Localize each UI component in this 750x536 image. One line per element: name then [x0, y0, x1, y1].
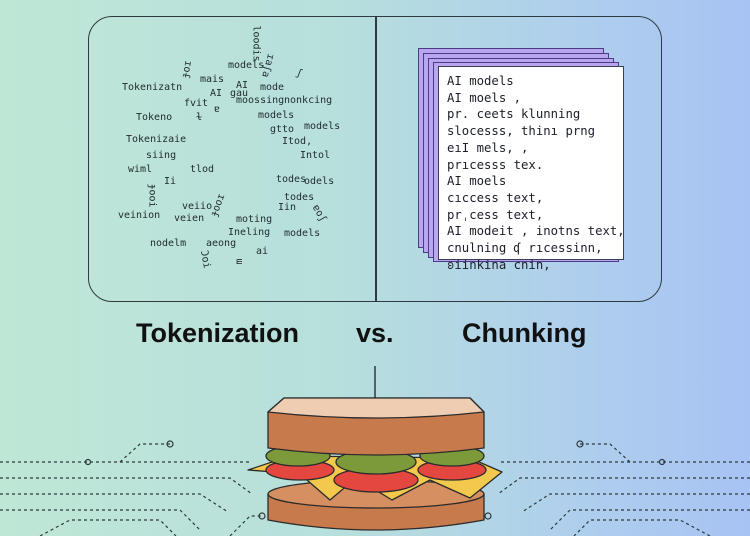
chunk-line: ʚiinkina cnin, — [447, 257, 551, 272]
token-word: Ineling — [228, 227, 271, 238]
chunk-line: cıccess text, — [447, 190, 544, 205]
token-word: gau — [230, 88, 249, 99]
token-word: Iin — [278, 202, 297, 213]
token-word: fvit — [184, 98, 209, 109]
token-word: AI — [236, 80, 249, 91]
chunk-line: AI moels — [447, 174, 507, 189]
token-word: loodis — [250, 25, 262, 62]
chunk-line: pr. ceets klunning — [447, 107, 581, 122]
token-word: ɯ — [233, 258, 245, 265]
token-word: todes — [284, 192, 315, 203]
token-word: todes — [276, 174, 307, 185]
token-word: Intol — [300, 150, 331, 161]
chunk-line: prˌcess text, — [447, 207, 544, 222]
token-word: models — [304, 121, 341, 132]
token-word: Tokeno — [136, 112, 173, 123]
token-word: veiio — [182, 201, 213, 212]
chunk-line: cnulning ʠ rıcessinn, — [447, 241, 603, 256]
token-word: nonkcing — [284, 95, 333, 106]
circuit-lines-icon — [0, 443, 750, 536]
token-word: models — [284, 228, 321, 239]
chunk-document: AI models AI moels , pr. ceets klunning … — [438, 66, 625, 272]
heading-tokenization: Tokenization — [136, 318, 300, 348]
token-word: siing — [146, 150, 177, 161]
token-word: models — [258, 110, 295, 121]
token-word: Ii — [164, 176, 177, 187]
token-word: ɐ — [214, 104, 221, 115]
token-word: veinion — [118, 210, 161, 221]
token-word: wiml — [128, 164, 153, 175]
token-word: veien — [174, 213, 205, 224]
token-word: tlod — [190, 164, 215, 175]
heading-chunking: Chunking — [462, 318, 587, 348]
chunk-line: slocesss, thinı prng — [447, 124, 596, 139]
token-word: aeong — [206, 238, 237, 249]
token-word: ai — [256, 246, 269, 257]
token-word: nodelm — [150, 238, 187, 249]
chunk-line: prıcesss tex. — [447, 157, 544, 172]
chunk-line: AI models — [447, 74, 514, 88]
token-word: mais — [200, 74, 225, 85]
token-word: moting — [236, 214, 273, 225]
token-word: ɟooi — [146, 183, 158, 208]
token-word: odels — [304, 176, 335, 187]
sandwich-icon — [247, 397, 503, 531]
panel-divider — [375, 16, 377, 302]
token-word: Tokenizatn — [122, 82, 183, 93]
token-word: models — [228, 60, 265, 71]
token-word: ɫ — [196, 112, 203, 123]
heading-vs: vs. — [356, 318, 394, 348]
token-word: Tokenizaie — [126, 134, 187, 145]
chunk-line: AI moels , — [447, 90, 522, 105]
chunk-line: eıI mels, , — [447, 140, 529, 155]
token-word: moossing — [236, 95, 285, 106]
circuit-nodes — [84, 440, 666, 520]
token-word: gtto — [270, 124, 295, 135]
token-word: Itod, — [282, 136, 313, 147]
chunk-line: AI modeit , inotns text, — [447, 224, 625, 239]
token-word: AI — [210, 88, 223, 99]
token-word: mode — [260, 82, 285, 93]
